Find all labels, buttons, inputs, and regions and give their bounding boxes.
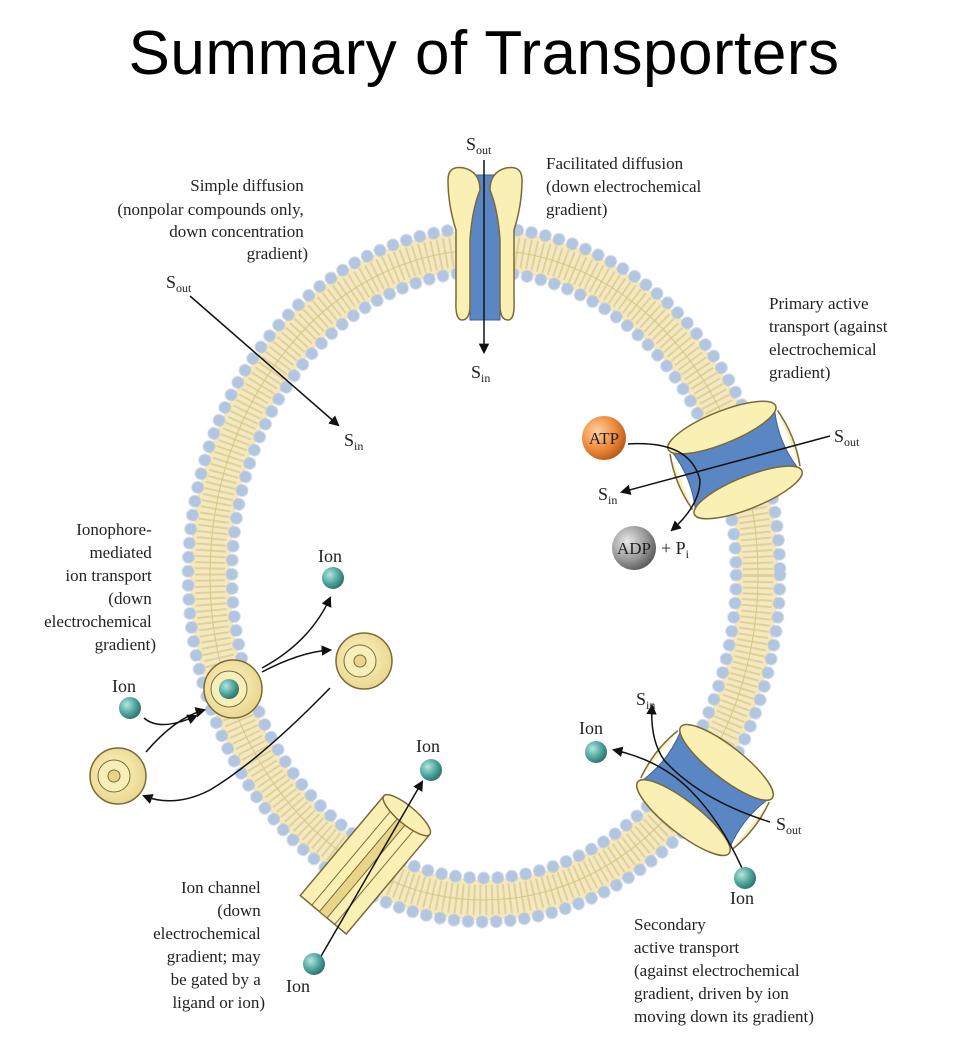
atp-ball — [582, 416, 626, 460]
ionophore-ring — [89, 747, 147, 805]
ion-label: Ion — [416, 736, 440, 756]
atp-hydrolysis-arrow — [627, 442, 701, 532]
secondary-s-in: Sin — [636, 689, 655, 712]
ion-ball — [322, 567, 344, 589]
ion-label: Ion — [286, 976, 310, 996]
ion-channel-arrow — [319, 780, 424, 959]
ion-label: Ion — [730, 888, 754, 908]
ionophore-ion-out-arrow — [261, 596, 332, 669]
secondary-s-out: Sout — [776, 814, 802, 837]
ionophore-ring-in-arrow — [145, 707, 207, 753]
ion-label: Ion — [112, 676, 136, 696]
simple-diffusion-label: Simple diffusion (nonpolar compounds onl… — [117, 176, 308, 263]
primary-s-in: Sin — [598, 484, 617, 507]
secondary-active-transport-label: Secondary active transport (against elec… — [634, 915, 814, 1026]
primary-pump-protein — [667, 400, 803, 520]
facilitated-s-out: Sout — [466, 134, 492, 157]
secondary-ion-arrow — [611, 746, 743, 869]
ionophore-ring-out-arrow — [261, 645, 333, 673]
primary-transport-arrow — [619, 435, 831, 495]
simple-diffusion-arrow — [189, 295, 340, 427]
ionophore-return-arrow — [142, 687, 331, 804]
ion-label: Ion — [318, 546, 342, 566]
ion-ball — [734, 867, 756, 889]
ionophore-ring — [335, 632, 393, 690]
simple-s-in: Sin — [344, 430, 363, 453]
facilitated-s-in: Sin — [471, 362, 490, 385]
phosphate-label: + Pi — [661, 538, 690, 561]
atp-label: ATP — [589, 429, 619, 448]
facilitated-channel-protein — [447, 160, 523, 355]
secondary-substrate-arrow — [646, 703, 771, 823]
ion-ball — [420, 759, 442, 781]
page-title: Summary of Transporters — [128, 19, 840, 88]
ionophore-ring — [203, 659, 263, 719]
adp-ball — [612, 526, 656, 570]
secondary-transporter-protein — [635, 723, 775, 857]
ion-channel-label: Ion channel (down electrochemical gradie… — [153, 878, 265, 1012]
simple-s-out: Sout — [166, 272, 192, 295]
ion-ball — [119, 697, 141, 719]
ionophore-ion-in-arrow — [143, 714, 198, 726]
ion-ball — [303, 953, 325, 975]
primary-s-out: Sout — [834, 426, 860, 449]
adp-label: ADP — [617, 539, 651, 558]
primary-active-transport-label: Primary active transport (against electr… — [769, 294, 892, 382]
facilitated-diffusion-label: Facilitated diffusion (down electrochemi… — [546, 154, 706, 219]
ion-channel-protein — [299, 793, 432, 936]
ionophore-label: Ionophore- mediated ion transport (down … — [44, 520, 156, 654]
ion-ball — [585, 741, 607, 763]
ion-label: Ion — [579, 718, 603, 738]
